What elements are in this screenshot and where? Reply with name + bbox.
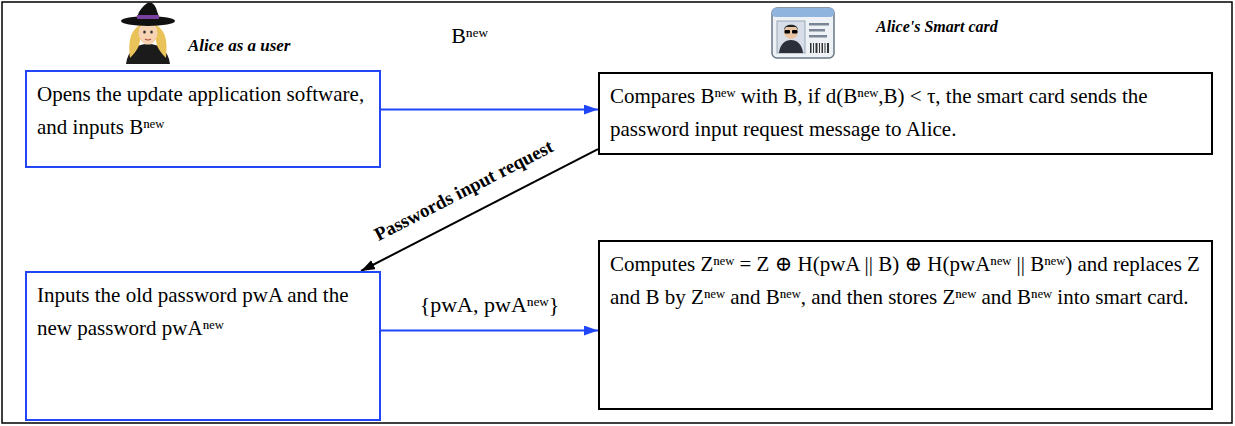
request-arrow (361, 149, 598, 271)
edge-label: Passwords input request (368, 134, 560, 248)
edge-label: Bⁿᵉʷ (448, 22, 491, 48)
box-text: Inputs the old password pwA and the new … (37, 279, 369, 344)
data-arrow (381, 109, 598, 111)
box-text: Opens the update application software, a… (37, 78, 369, 143)
role-caption: Alice's Smart card (876, 18, 998, 36)
box-text: Compares Bⁿᵉʷ with B, if d(Bⁿᵉʷ,B) < τ, … (610, 80, 1201, 145)
smart-card-icon (772, 8, 834, 58)
card-process-box: Compares Bⁿᵉʷ with B, if d(Bⁿᵉʷ,B) < τ, … (598, 72, 1213, 155)
role-caption: Alice as a user (188, 36, 290, 56)
card-process-box: Computes Zⁿᵉʷ = Z ⊕ H(pwA || B) ⊕ H(pwAⁿ… (598, 240, 1213, 410)
alice-icon (121, 3, 175, 64)
data-arrow (381, 330, 598, 332)
user-action-box: Opens the update application software, a… (25, 70, 381, 168)
user-action-box: Inputs the old password pwA and the new … (25, 271, 381, 421)
edge-label: {pwA, pwAⁿᵉʷ} (417, 291, 563, 317)
box-text: Computes Zⁿᵉʷ = Z ⊕ H(pwA || B) ⊕ H(pwAⁿ… (610, 248, 1201, 313)
